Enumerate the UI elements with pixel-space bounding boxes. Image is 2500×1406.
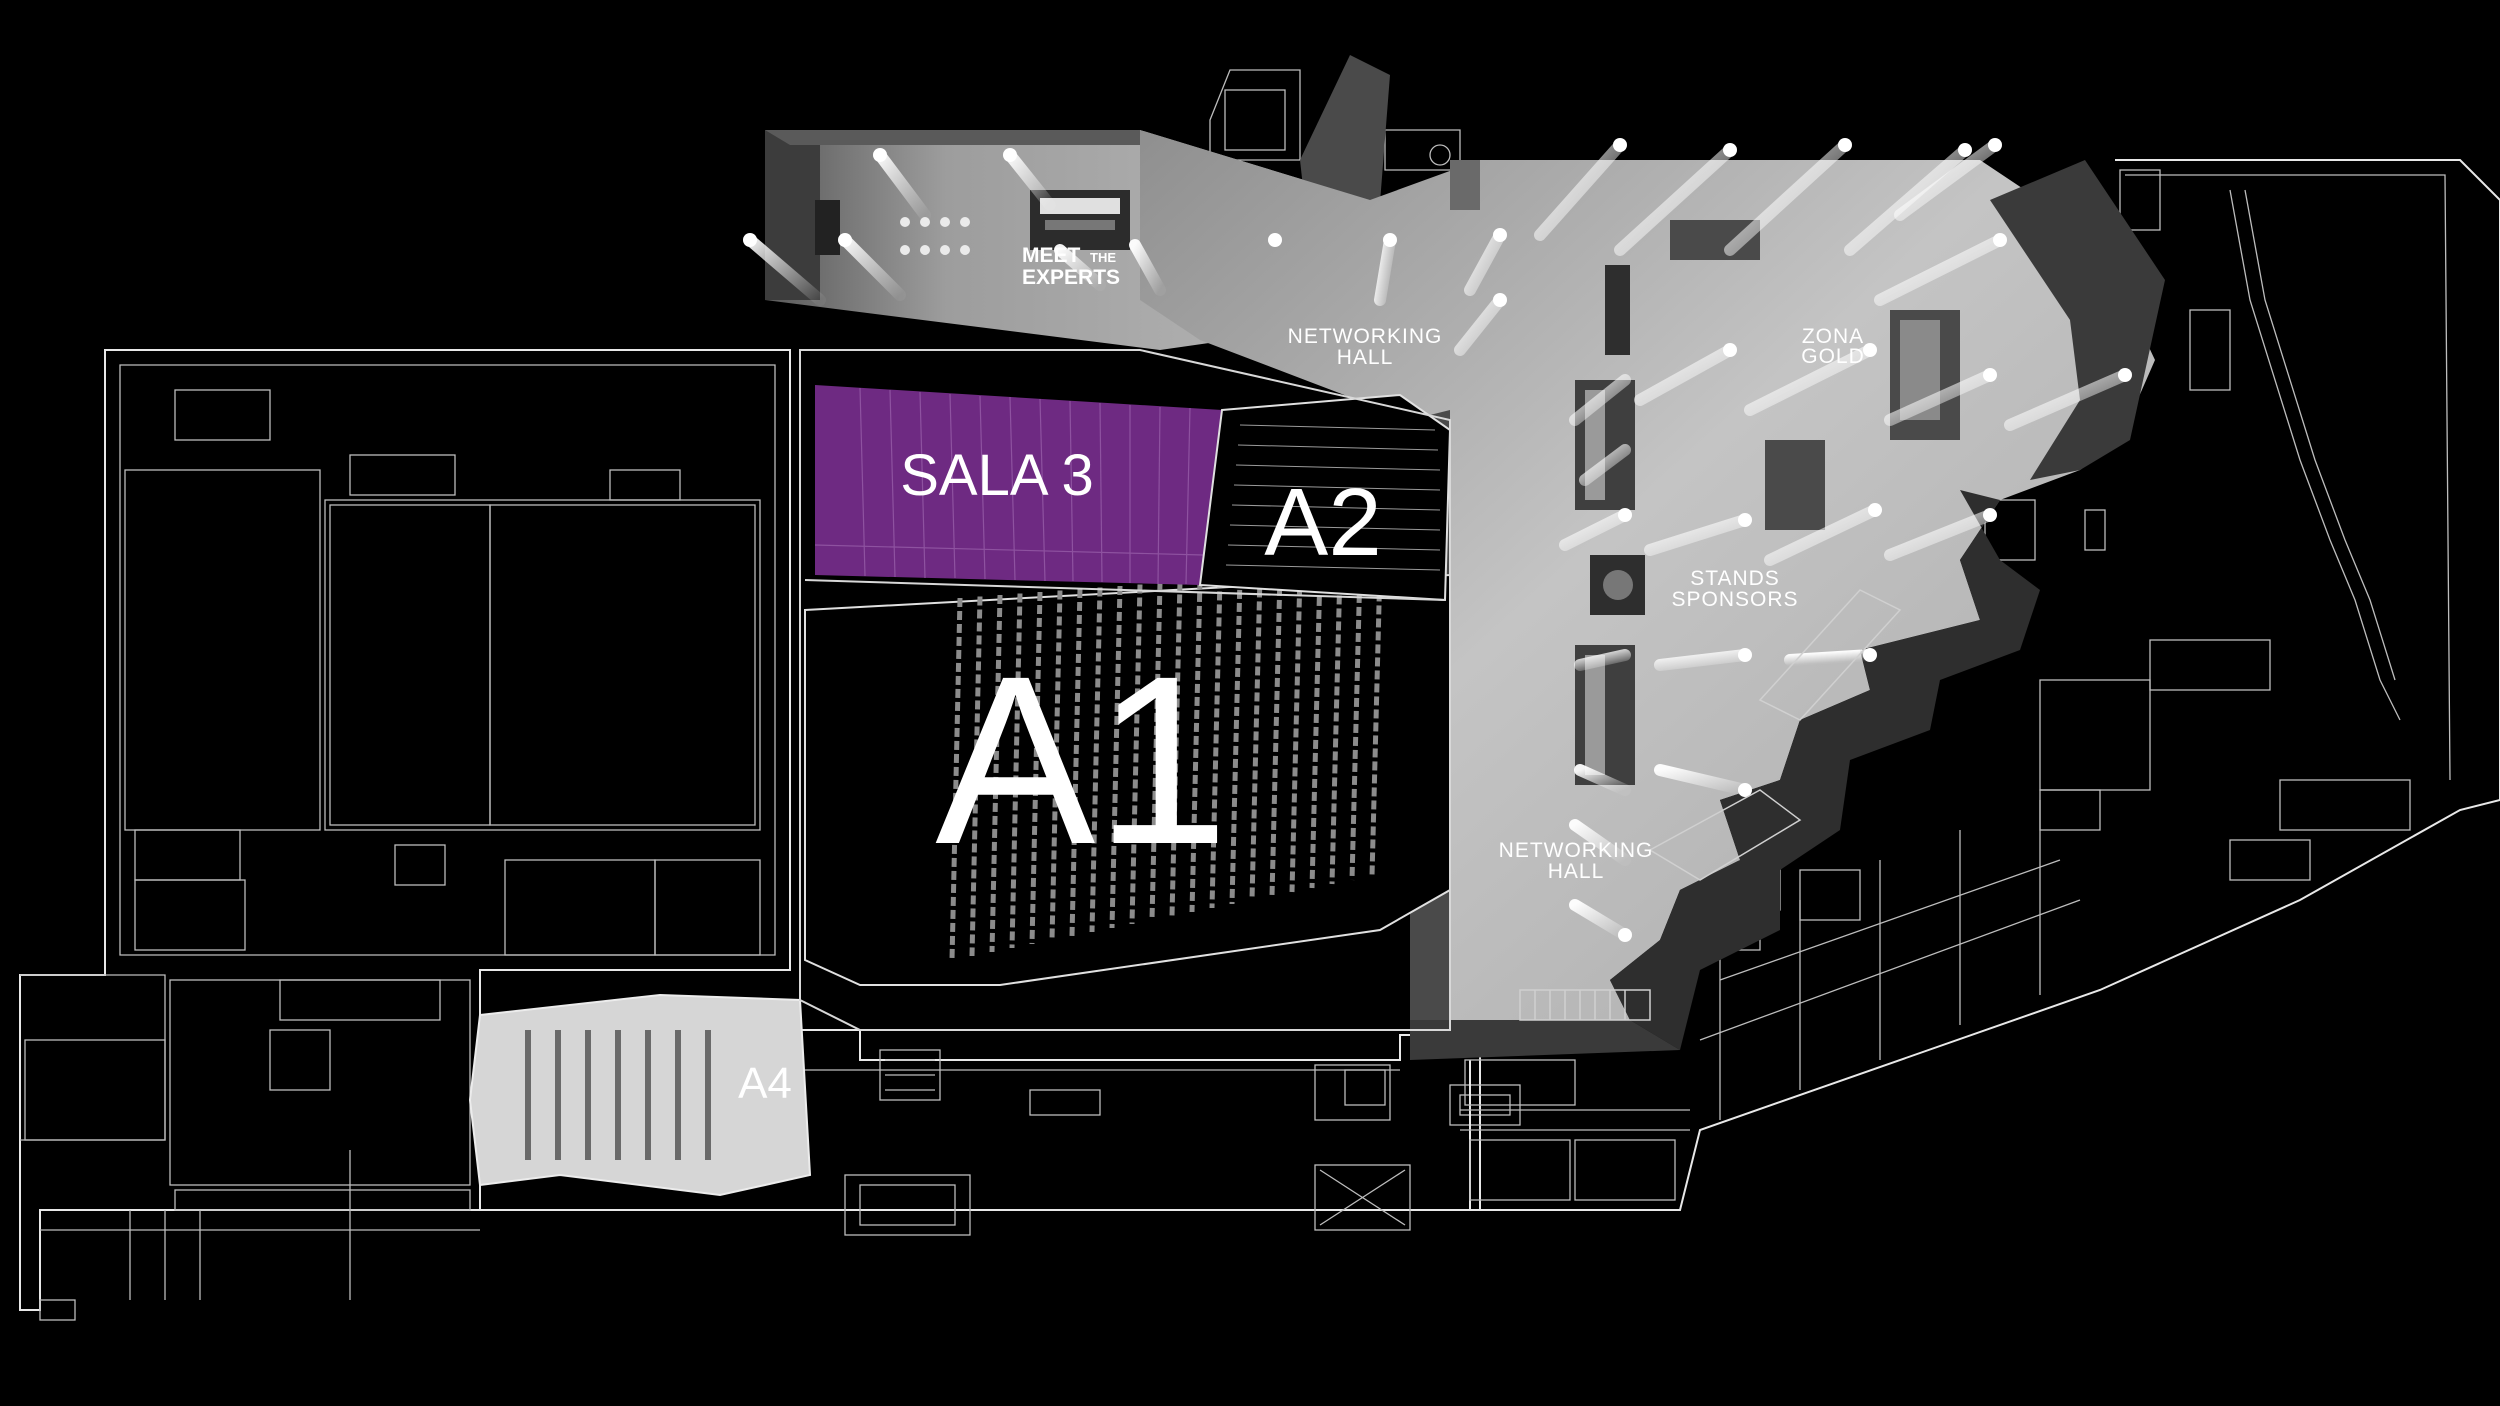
label-networking-top-1: NETWORKING	[1288, 325, 1443, 348]
stairs	[1519, 589, 1902, 1021]
label-meet-the: THE	[1090, 250, 1116, 265]
a1-seat-row	[1129, 584, 1143, 925]
auditorium-a2[interactable]	[1198, 393, 1452, 602]
label-sala-3: SALA 3	[900, 443, 1093, 508]
a1-seat-row	[1049, 590, 1063, 941]
a1-seat-row	[1349, 567, 1363, 881]
sala-3-room[interactable]	[814, 385, 1222, 585]
label-a1: A1	[935, 626, 1229, 894]
label-a2: A2	[1264, 469, 1381, 576]
label-zona: ZONA	[1802, 325, 1864, 348]
label-stands: STANDS	[1690, 567, 1780, 590]
a1-seat-row	[1289, 572, 1303, 893]
map-labels: MEET THE EXPERTS NETWORKING HALL ZONA GO…	[738, 244, 1865, 1108]
a1-seat-row	[1069, 588, 1083, 937]
a1-seat-row	[1029, 591, 1043, 945]
a1-seat-row	[1269, 573, 1283, 897]
label-sponsors: SPONSORS	[1671, 588, 1798, 611]
right-wireframe	[1460, 159, 2500, 1211]
label-experts: EXPERTS	[1022, 266, 1120, 289]
label-networking-bottom-1: NETWORKING	[1499, 839, 1654, 862]
a1-seat-row	[1009, 593, 1023, 949]
label-a4: A4	[738, 1059, 792, 1108]
a1-seat-row	[1189, 579, 1203, 913]
label-networking-bottom-2: HALL	[1548, 860, 1605, 883]
left-building-outline	[19, 349, 791, 1321]
a1-seat-row	[1169, 581, 1183, 917]
a1-seat-row	[969, 596, 983, 957]
a1-seat-row	[1229, 576, 1243, 905]
a1-seat-row	[989, 594, 1003, 953]
a1-seat-row	[1329, 569, 1343, 885]
a1-seat-row	[1209, 578, 1223, 909]
label-networking-top-2: HALL	[1337, 346, 1394, 369]
a1-seat-row	[1149, 582, 1163, 921]
label-meet: MEET	[1022, 244, 1081, 267]
a1-seat-row	[1309, 570, 1323, 889]
auditorium-a1	[804, 566, 1451, 986]
a1-seat-row	[1249, 575, 1263, 901]
ceiling-light-beams	[743, 138, 2132, 942]
room-a4[interactable]	[468, 993, 812, 1197]
a1-seat-row	[949, 597, 963, 961]
a1-seat-rows	[949, 566, 1383, 961]
label-gold: GOLD	[1801, 345, 1865, 368]
a1-seat-row	[1089, 587, 1103, 933]
auditorium-outer-walls	[799, 349, 1451, 1031]
a1-seat-row	[1109, 585, 1123, 929]
